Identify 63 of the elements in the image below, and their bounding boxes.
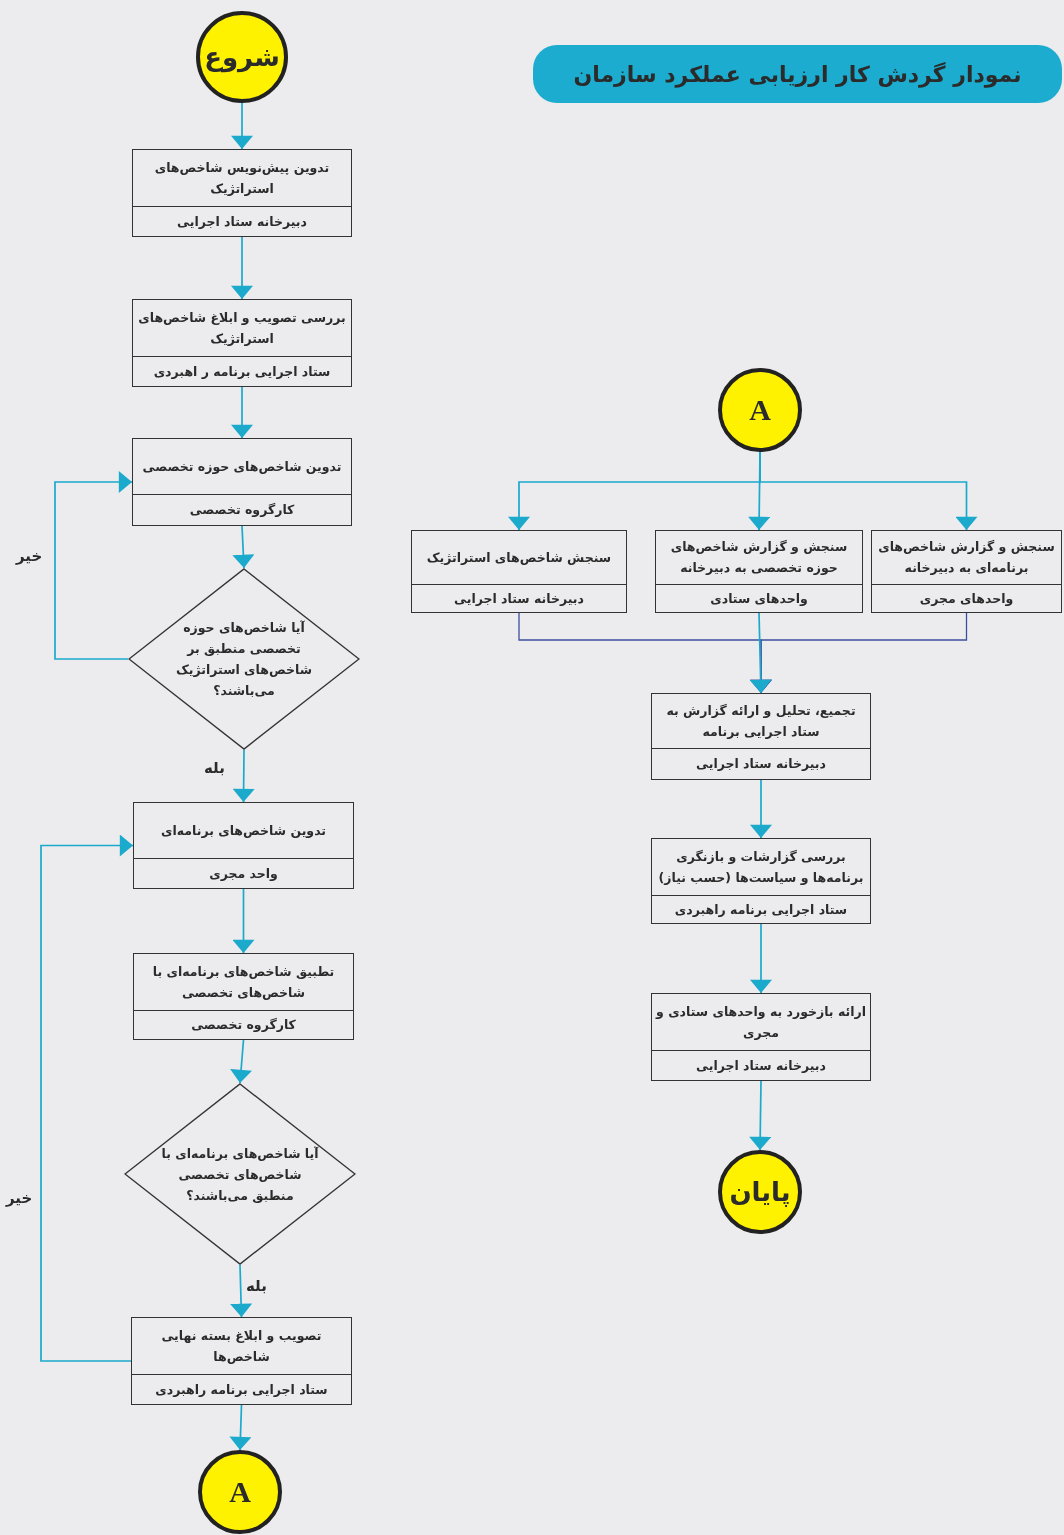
arrow: [759, 451, 978, 531]
arrow: [232, 749, 255, 803]
process-box: [132, 438, 352, 526]
step-text: بررسی گزارشات و بازنگری برنامه‌ها و سیاست‌ها (حسب نیاز): [657, 847, 865, 887]
terminal-circle: A: [198, 1450, 282, 1534]
step-text: سنجش و گزارش شاخص‌های برنامه‌ای به دبیرخانه: [877, 538, 1056, 578]
process-box: [651, 693, 871, 780]
step-text: سنجش شاخص‌های استراتژیک: [426, 548, 612, 567]
decision-diamond: [124, 1083, 356, 1265]
role-text: ستاد اجرایی برنامه ر اهبردی: [153, 362, 331, 381]
decision-diamond: [128, 568, 360, 750]
arrow: [54, 471, 133, 660]
step-text: تطبیق شاخص‌های برنامه‌ای با شاخص‌های تخصصی: [151, 962, 336, 1002]
process-box: [133, 802, 354, 889]
arrow: [232, 525, 255, 569]
process-box: [651, 993, 871, 1081]
arrow: [750, 779, 772, 839]
terminal-circle: پایان: [718, 1150, 802, 1234]
question-text: آیا شاخص‌های برنامه‌ای با شاخص‌های تخصصی منطبق می‌باشند؟: [160, 1144, 320, 1205]
process-box: [655, 530, 863, 613]
step-text: بررسی تصویب و ابلاغ شاخص‌های استراتژیک: [137, 308, 347, 348]
role-text: دبیرخانه ستاد اجرایی: [177, 212, 307, 231]
terminal-circle: A: [718, 368, 802, 452]
edge-label: بله: [244, 1277, 269, 1295]
process-box: [132, 149, 352, 237]
step-text: تجمیع، تحلیل و ارائه گزارش به ستاد اجرایی برنامه: [665, 701, 857, 741]
role-text: کارگروه تخصصی: [191, 1016, 296, 1035]
process-box: [133, 953, 354, 1040]
terminal-circle: شروع: [196, 11, 288, 103]
process-box: [132, 299, 352, 387]
arrow: [232, 888, 255, 954]
step-text: تدوین شاخص‌های برنامه‌ای: [160, 821, 327, 840]
step-text: ارائه بازخورد به واحدهای ستادی و مجری: [655, 1002, 867, 1042]
arrow: [231, 102, 253, 150]
process-box: [871, 530, 1062, 613]
arrow: [231, 236, 253, 300]
role-text: واحدهای مجری: [919, 589, 1014, 608]
step-text: تدوین پیش‌نویس شاخص‌های استراتژیک: [153, 158, 331, 198]
title-banner: نمودار گردش کار ارزیابی عملکرد سازمان: [533, 45, 1062, 103]
process-box: [131, 1317, 352, 1405]
role-text: دبیرخانه ستاد اجرایی: [696, 1056, 826, 1075]
step-text: تدوین شاخص‌های حوزه تخصصی: [142, 457, 342, 476]
arrow: [749, 1080, 772, 1151]
edge-label: بله: [202, 759, 227, 777]
process-box: [411, 530, 627, 613]
step-text: سنجش و گزارش شاخص‌های حوزه تخصصی به دبیرخانه: [669, 538, 849, 578]
arrow: [749, 612, 772, 694]
arrow: [230, 1264, 253, 1318]
role-text: ستاد اجرایی برنامه راهبردی: [155, 1380, 328, 1399]
role-text: دبیرخانه ستاد اجرایی: [696, 755, 826, 774]
process-box: [651, 838, 871, 924]
role-text: واحد مجری: [209, 864, 278, 883]
arrow: [231, 386, 253, 439]
arrow: [230, 1039, 253, 1084]
role-text: واحدهای ستادی: [710, 589, 808, 608]
step-text: تصویب و ابلاغ بسته نهایی شاخص‌ها: [160, 1326, 323, 1366]
role-text: کارگروه تخصصی: [189, 501, 295, 520]
arrow: [229, 1404, 252, 1451]
role-text: ستاد اجرایی برنامه راهبردی: [674, 900, 848, 919]
role-text: دبیرخانه ستاد اجرایی: [454, 589, 584, 608]
question-text: آیا شاخص‌های حوزه تخصصی منطبق بر شاخص‌های استراتژیک می‌باشند؟: [175, 619, 313, 700]
arrow: [40, 834, 134, 1362]
arrow: [750, 923, 772, 994]
